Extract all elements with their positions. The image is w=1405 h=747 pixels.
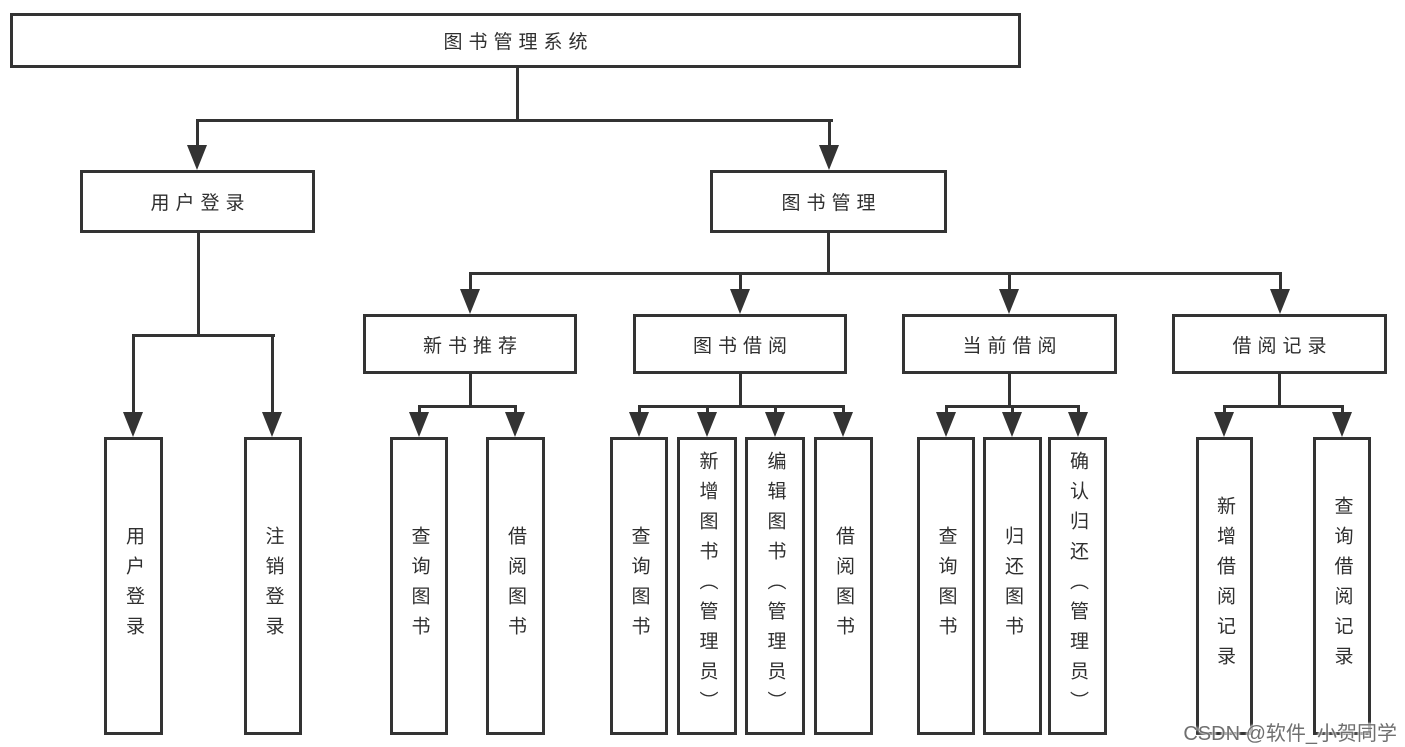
connector-drop bbox=[132, 334, 135, 414]
node-leaf-user-login: 用户登录 bbox=[104, 437, 163, 735]
arrow-down-icon bbox=[409, 412, 429, 437]
connector-drop bbox=[1008, 272, 1011, 292]
connector-drop bbox=[271, 334, 274, 414]
arrow-down-icon bbox=[1270, 289, 1290, 314]
connector-stem bbox=[827, 233, 830, 275]
connector-bar bbox=[469, 272, 1282, 275]
arrow-down-icon bbox=[1002, 412, 1022, 437]
node-leaf-query-books-current: 查询图书 bbox=[917, 437, 975, 735]
arrow-down-icon bbox=[123, 412, 143, 437]
connector-drop bbox=[828, 119, 831, 149]
node-leaf-add-borrow-record: 新增借阅记录 bbox=[1196, 437, 1253, 735]
node-book-borrowing: 图书借阅 bbox=[633, 314, 847, 374]
arrow-down-icon bbox=[629, 412, 649, 437]
arrow-down-icon bbox=[819, 145, 839, 170]
node-label: 确认归还（管理员） bbox=[1067, 451, 1088, 721]
connector-bar bbox=[132, 334, 275, 337]
csdn-watermark: CSDN @软件_小贺同学 bbox=[1183, 723, 1397, 745]
arrow-down-icon bbox=[833, 412, 853, 437]
connector-drop bbox=[418, 405, 421, 415]
connector-drop bbox=[1341, 405, 1344, 415]
arrow-down-icon bbox=[262, 412, 282, 437]
node-label: 查询图书 bbox=[628, 526, 650, 646]
node-new-book-recommendation: 新书推荐 bbox=[363, 314, 577, 374]
arrow-down-icon bbox=[765, 412, 785, 437]
node-leaf-edit-books-admin: 编辑图书（管理员） bbox=[745, 437, 805, 735]
connector-drop bbox=[1011, 405, 1014, 415]
node-leaf-confirm-return-admin: 确认归还（管理员） bbox=[1048, 437, 1107, 735]
arrow-down-icon bbox=[460, 289, 480, 314]
node-leaf-add-books-admin: 新增图书（管理员） bbox=[677, 437, 737, 735]
node-leaf-query-books-borrowing: 查询图书 bbox=[610, 437, 668, 735]
connector-drop bbox=[469, 272, 472, 292]
connector-stem bbox=[739, 374, 742, 407]
connector-drop bbox=[1077, 405, 1080, 415]
node-book-management: 图书管理 bbox=[710, 170, 947, 233]
node-label: 注销登录 bbox=[262, 526, 284, 646]
node-leaf-borrow-books: 借阅图书 bbox=[814, 437, 873, 735]
connector-drop bbox=[196, 119, 199, 149]
node-borrow-records: 借阅记录 bbox=[1172, 314, 1387, 374]
connector-drop bbox=[1279, 272, 1282, 292]
node-user-login: 用户登录 bbox=[80, 170, 315, 233]
connector-drop bbox=[638, 405, 641, 415]
node-label: 当前借阅 bbox=[962, 335, 1063, 357]
node-leaf-borrow-books-recommend: 借阅图书 bbox=[486, 437, 545, 735]
connector-drop bbox=[1223, 405, 1226, 415]
node-label: 新增借阅记录 bbox=[1214, 496, 1235, 676]
node-root-library-system: 图书管理系统 bbox=[10, 13, 1021, 68]
connector-drop bbox=[514, 405, 517, 415]
arrow-down-icon bbox=[1214, 412, 1234, 437]
arrow-down-icon bbox=[505, 412, 525, 437]
node-leaf-query-borrow-record: 查询借阅记录 bbox=[1313, 437, 1371, 735]
node-label: 查询借阅记录 bbox=[1331, 496, 1353, 676]
arrow-down-icon bbox=[697, 412, 717, 437]
connector-drop bbox=[739, 272, 742, 292]
node-label: 查询图书 bbox=[935, 526, 957, 646]
arrow-down-icon bbox=[936, 412, 956, 437]
connector-root-bar bbox=[196, 119, 833, 122]
node-leaf-logout: 注销登录 bbox=[244, 437, 302, 735]
node-current-borrowing: 当前借阅 bbox=[902, 314, 1117, 374]
connector-bar bbox=[418, 405, 517, 408]
node-label: 借阅图书 bbox=[505, 526, 526, 646]
arrow-down-icon bbox=[187, 145, 207, 170]
arrow-down-icon bbox=[1068, 412, 1088, 437]
node-label: 借阅记录 bbox=[1232, 335, 1333, 357]
connector-stem bbox=[469, 374, 472, 407]
connector-drop bbox=[945, 405, 948, 415]
node-label: 用户登录 bbox=[123, 526, 144, 646]
node-leaf-query-books-recommend: 查询图书 bbox=[390, 437, 448, 735]
connector-stem bbox=[1008, 374, 1011, 407]
connector-stem bbox=[197, 233, 200, 337]
node-label: 图书管理系统 bbox=[443, 32, 594, 53]
node-label: 编辑图书（管理员） bbox=[764, 451, 786, 721]
connector-drop bbox=[842, 405, 845, 415]
connector-stem bbox=[1278, 374, 1281, 407]
node-label: 归还图书 bbox=[1002, 526, 1023, 646]
node-label: 借阅图书 bbox=[833, 526, 854, 646]
connector-drop bbox=[774, 405, 777, 415]
arrow-down-icon bbox=[1332, 412, 1352, 437]
connector-bar bbox=[638, 405, 845, 408]
connector-bar bbox=[1223, 405, 1344, 408]
connector-root-stem bbox=[516, 68, 519, 122]
connector-drop bbox=[706, 405, 709, 415]
node-leaf-return-books: 归还图书 bbox=[983, 437, 1042, 735]
node-label: 图书借阅 bbox=[692, 335, 793, 357]
arrow-down-icon bbox=[999, 289, 1019, 314]
node-label: 图书管理 bbox=[781, 193, 882, 214]
node-label: 新增图书（管理员） bbox=[696, 451, 718, 721]
arrow-down-icon bbox=[730, 289, 750, 314]
node-label: 新书推荐 bbox=[422, 335, 523, 357]
node-label: 查询图书 bbox=[408, 526, 430, 646]
node-label: 用户登录 bbox=[150, 193, 251, 214]
